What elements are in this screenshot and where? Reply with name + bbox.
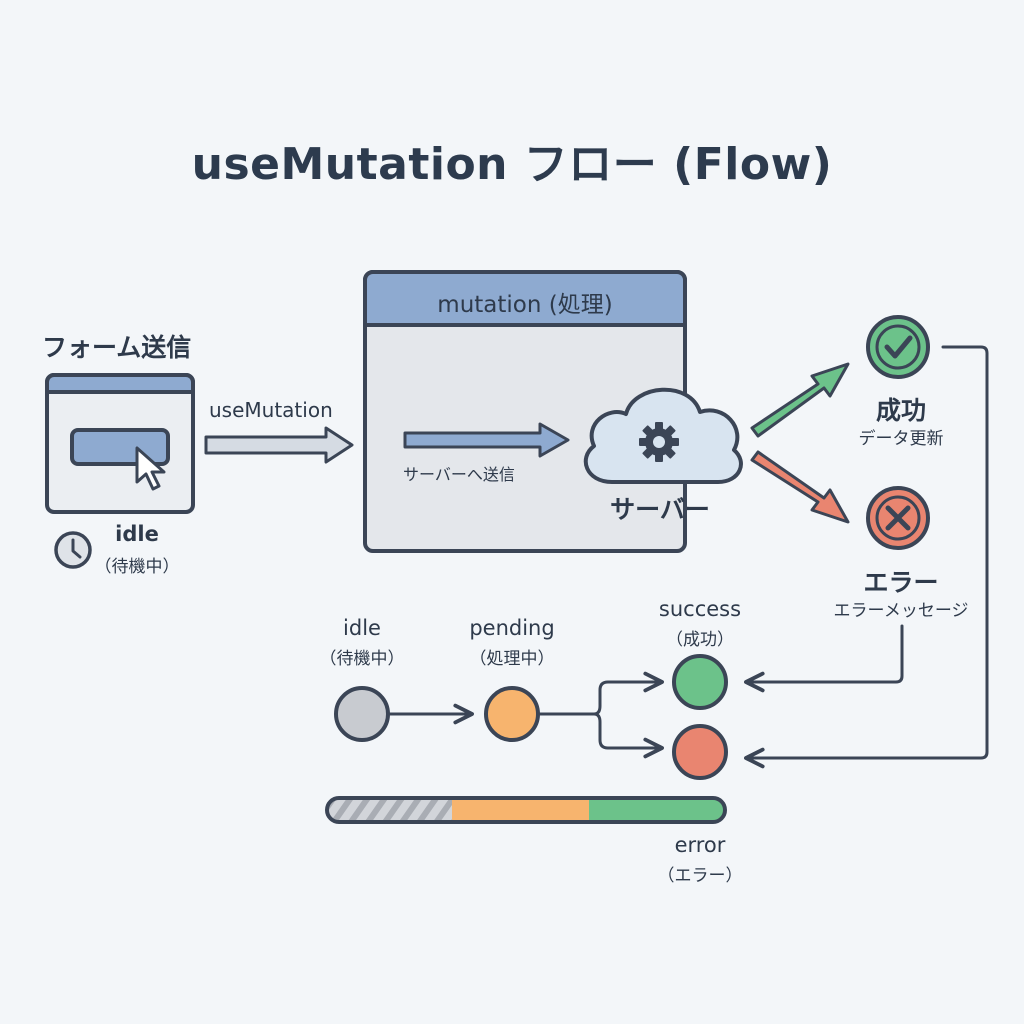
state-success-jp: （成功） [666, 630, 734, 650]
state-idle-name: idle [343, 616, 381, 640]
mutation-box-title: mutation (処理) [437, 292, 613, 318]
form-window [45, 373, 195, 514]
timeline-segment-idle [327, 798, 452, 822]
state-idle-jp: （待機中） [319, 649, 405, 669]
success-label: 成功 [875, 396, 927, 425]
state-success-name: success [658, 597, 742, 621]
cloud-gear-icon [583, 387, 743, 484]
state-node-pending [484, 686, 540, 742]
arrow-branch-to-error [592, 712, 664, 759]
state-timeline-bar [325, 796, 727, 824]
success-sub-label: データ更新 [858, 429, 944, 449]
state-pending-name: pending [469, 616, 555, 640]
arrow-to-success [750, 362, 850, 438]
arrow-branch-to-success [592, 671, 664, 716]
server-label: サーバー [610, 495, 710, 524]
state-node-idle [334, 686, 390, 742]
check-icon [866, 315, 930, 379]
state-error-jp: （エラー） [657, 866, 743, 886]
cursor-icon [135, 446, 166, 491]
state-node-error [672, 724, 728, 780]
form-state-jp: （待機中） [94, 557, 180, 577]
error-sub-label: エラーメッセージ [833, 601, 969, 621]
arrow-main-label: useMutation [209, 398, 333, 422]
clock-icon [54, 531, 92, 569]
connector-outcome-to-success-state [744, 345, 989, 769]
connector-outcome-to-error-state [744, 624, 904, 693]
arrow-to-error [750, 450, 850, 524]
x-icon [866, 486, 930, 550]
send-label: サーバーへ送信 [403, 465, 515, 484]
gear-icon [639, 422, 679, 462]
form-label: フォーム送信 [42, 333, 192, 362]
timeline-segment-pending [452, 798, 589, 822]
submit-button-illustration [70, 428, 170, 466]
form-state-label: idle [115, 522, 159, 546]
error-label: エラー [863, 568, 939, 597]
arrow-form-to-mutation [204, 426, 354, 464]
arrow-send-to-server [403, 422, 570, 458]
state-error-name: error [674, 833, 726, 857]
state-pending-jp: （処理中） [469, 649, 555, 669]
state-node-success [672, 654, 728, 710]
timeline-segment-success [589, 798, 725, 822]
page-title: useMutation フロー (Flow) [191, 139, 833, 190]
